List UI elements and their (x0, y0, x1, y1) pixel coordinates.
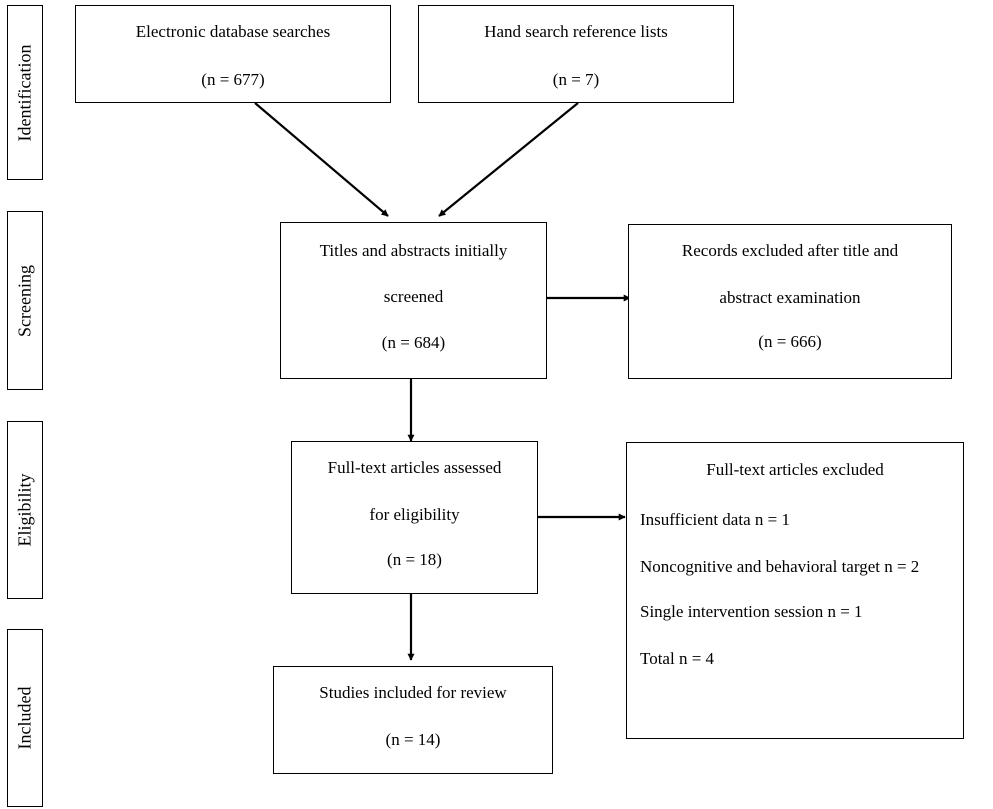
stage-included: Included (7, 629, 43, 807)
stage-eligibility: Eligibility (7, 421, 43, 599)
exclusion-item-insufficient-data: Insufficient data n = 1 (640, 510, 790, 529)
full-text-excluded-box: Full-text articles excluded Insufficient… (626, 442, 964, 739)
screened-line2: screened (383, 287, 444, 306)
hand-search-count: (n = 7) (552, 70, 600, 89)
full-text-box: Full-text articles assessed for eligibil… (291, 441, 538, 594)
full-text-count: (n = 18) (387, 550, 442, 569)
arrow-hand-to-screened (438, 102, 579, 217)
included-count: (n = 14) (385, 730, 441, 749)
included-title: Studies included for review (319, 683, 507, 702)
exclusion-item-total: Total n = 4 (640, 649, 715, 668)
records-excluded-box: Records excluded after title and abstrac… (628, 224, 952, 379)
screened-count: (n = 684) (381, 333, 446, 352)
records-excluded-line2: abstract examination (719, 288, 861, 307)
arrow-database-to-screened (254, 102, 389, 217)
records-excluded-count: (n = 666) (758, 332, 822, 351)
full-text-line2: for eligibility (369, 505, 460, 524)
records-excluded-line1: Records excluded after title and (681, 241, 899, 260)
stage-identification: Identification (7, 5, 43, 180)
hand-search-box: Hand search reference lists (n = 7) (418, 5, 734, 103)
database-search-box: Electronic database searches (n = 677) (75, 5, 391, 103)
full-text-excluded-title: Full-text articles excluded (706, 460, 884, 479)
hand-search-title: Hand search reference lists (484, 22, 668, 41)
full-text-line1: Full-text articles assessed (327, 458, 502, 477)
exclusion-item-single-session: Single intervention session n = 1 (640, 602, 863, 621)
database-search-title: Electronic database searches (135, 22, 331, 41)
exclusion-item-noncognitive: Noncognitive and behavioral target n = 2 (640, 557, 920, 576)
stage-screening: Screening (7, 211, 43, 390)
screened-line1: Titles and abstracts initially (319, 241, 508, 260)
database-search-count: (n = 677) (201, 70, 265, 89)
included-box: Studies included for review (n = 14) (273, 666, 553, 774)
screened-box: Titles and abstracts initially screened … (280, 222, 547, 379)
